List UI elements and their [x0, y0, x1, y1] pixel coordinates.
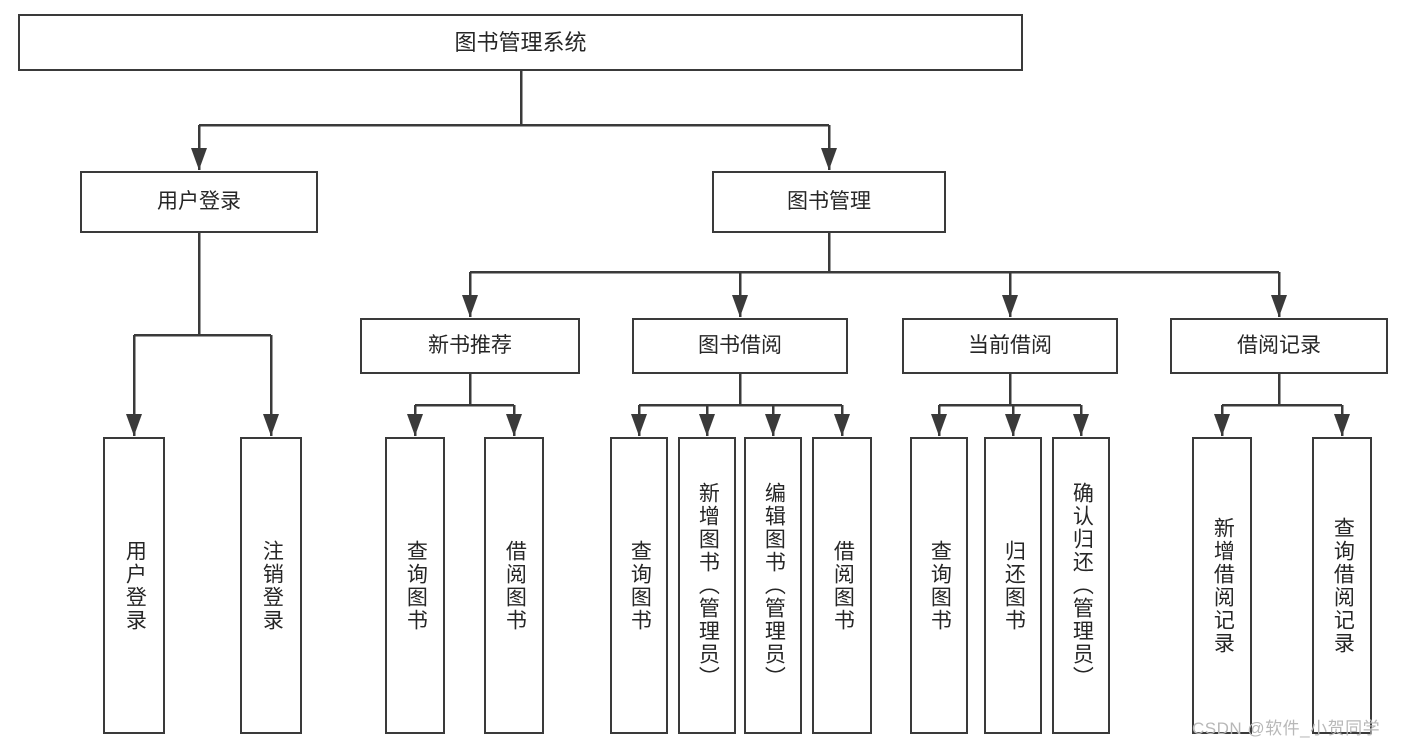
- node-label: 查询图书: [628, 539, 652, 632]
- node-label: 借阅图书: [831, 539, 855, 632]
- node-leaf-br-add-record[interactable]: 新增借阅记录: [1192, 437, 1252, 734]
- node-new-book-recommend[interactable]: 新书推荐: [360, 318, 580, 374]
- node-label: 借阅图书: [503, 539, 527, 632]
- node-label: 图书管理: [787, 189, 871, 213]
- node-leaf-cb-confirm-return[interactable]: 确认归还（管理员）: [1052, 437, 1110, 734]
- node-leaf-cb-return-book[interactable]: 归还图书: [984, 437, 1042, 734]
- node-label: 查询图书: [928, 539, 952, 632]
- node-label: 图书借阅: [698, 333, 782, 357]
- node-leaf-bb-edit-book[interactable]: 编辑图书（管理员）: [744, 437, 802, 734]
- node-leaf-user-logout[interactable]: 注销登录: [240, 437, 302, 734]
- node-book-manage[interactable]: 图书管理: [712, 171, 946, 233]
- node-label: 用户登录: [123, 539, 147, 632]
- node-label: 借阅记录: [1237, 333, 1321, 357]
- node-user-login[interactable]: 用户登录: [80, 171, 318, 233]
- node-label: 图书管理系统: [454, 29, 587, 55]
- node-leaf-nr-query-book[interactable]: 查询图书: [385, 437, 445, 734]
- node-borrow-record[interactable]: 借阅记录: [1170, 318, 1388, 374]
- watermark: CSDN @软件_小贺同学: [1192, 719, 1381, 738]
- node-leaf-nr-borrow-book[interactable]: 借阅图书: [484, 437, 544, 734]
- node-leaf-user-login[interactable]: 用户登录: [103, 437, 165, 734]
- node-book-borrow[interactable]: 图书借阅: [632, 318, 848, 374]
- node-label: 编辑图书（管理员）: [762, 482, 786, 689]
- node-leaf-br-query-record[interactable]: 查询借阅记录: [1312, 437, 1372, 734]
- node-label: 新书推荐: [428, 333, 512, 357]
- node-leaf-bb-add-book[interactable]: 新增图书（管理员）: [678, 437, 736, 734]
- node-root[interactable]: 图书管理系统: [18, 14, 1023, 71]
- node-current-borrow[interactable]: 当前借阅: [902, 318, 1118, 374]
- node-leaf-bb-borrow-book[interactable]: 借阅图书: [812, 437, 872, 734]
- node-leaf-cb-query-book[interactable]: 查询图书: [910, 437, 968, 734]
- node-label: 查询借阅记录: [1331, 516, 1355, 655]
- node-label: 新增借阅记录: [1211, 516, 1235, 655]
- node-label: 注销登录: [260, 539, 284, 632]
- node-label: 新增图书（管理员）: [696, 482, 720, 689]
- node-label: 确认归还（管理员）: [1070, 482, 1094, 689]
- node-leaf-bb-query-book[interactable]: 查询图书: [610, 437, 668, 734]
- node-label: 用户登录: [157, 189, 241, 213]
- node-label: 查询图书: [404, 539, 428, 632]
- node-label: 归还图书: [1002, 539, 1026, 632]
- node-label: 当前借阅: [968, 333, 1052, 357]
